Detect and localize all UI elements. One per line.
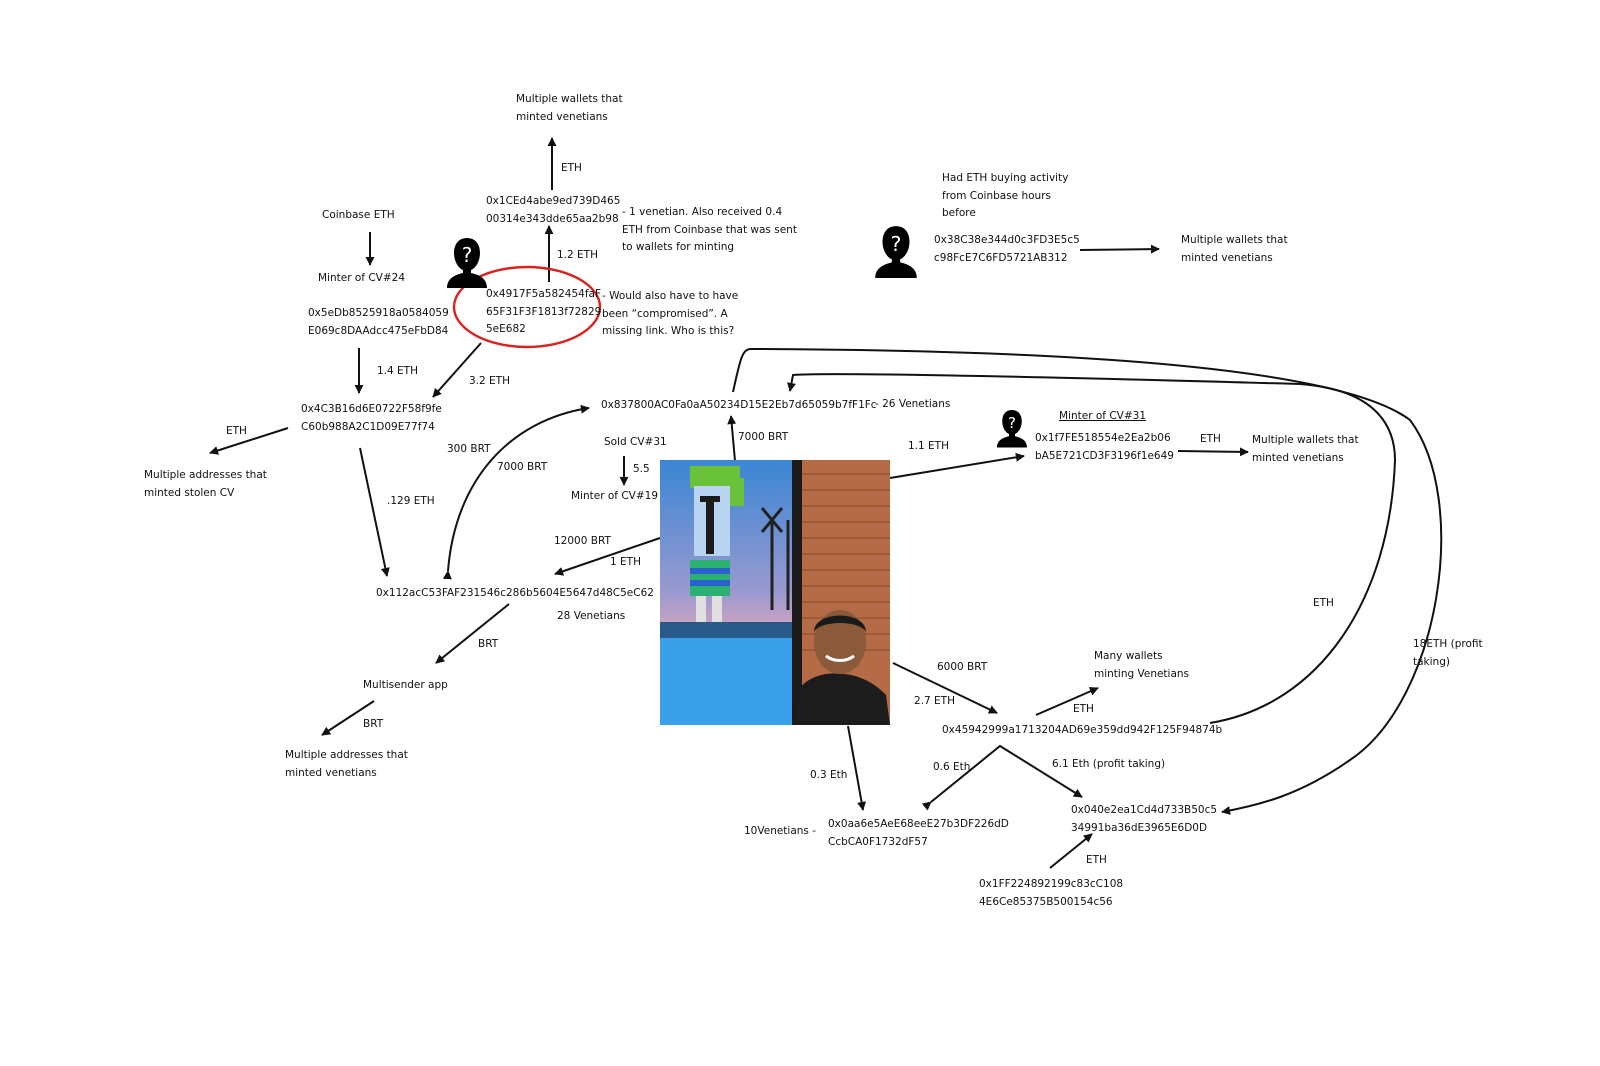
edge-4594-to-0aa6-040e <box>921 744 1083 811</box>
wallet-note: - Would also have to have been “compromi… <box>602 290 739 337</box>
eth-amount: 6.1 Eth (profit taking) <box>1052 758 1166 770</box>
wallet-address: 0x4C3B16d6E0722F58f9fe C60b988A2C1D09E77… <box>301 403 442 433</box>
minter-label: Minter of CV#31 <box>1059 410 1146 422</box>
brt-amount: 7000 BRT <box>738 431 789 443</box>
edge-4c3b-to-112a <box>359 447 390 577</box>
edge-photo-to-8378 <box>727 415 737 462</box>
multiple-wallets-label: Multiple wallets that minted venetians <box>1181 234 1288 264</box>
highlight-circle <box>452 265 602 349</box>
eth-amount: 1.2 ETH <box>557 249 598 261</box>
wallet-address: 0x1f7FE518554e2Ea2b06 bA5E721CD3F3196f1e… <box>1035 432 1174 462</box>
brt-label: BRT <box>478 638 499 650</box>
wallet-address: 0x837800AC0Fa0aA50234D15E2Eb7d65059b7fF1… <box>601 399 877 411</box>
eth-amount: 0.6 Eth <box>933 761 971 773</box>
many-wallets-label: Many wallets minting Venetians <box>1094 650 1190 680</box>
minter-label: Minter of CV#19 <box>571 490 658 502</box>
unknown-person-icon: ? <box>447 238 487 288</box>
wallet-address: 0x38C38e344d0c3FD3E5c5 c98FcE7C6FD5721AB… <box>934 234 1080 264</box>
eth-label: ETH <box>1086 854 1107 866</box>
edge-1ff2-to-040e <box>1049 833 1093 869</box>
brt-amount: 300 BRT <box>447 443 491 455</box>
multisender-label: Multisender app <box>363 679 448 691</box>
wallet-address: 0x040e2ea1Cd4d733B50c5 34991ba36dE3965E6… <box>1071 804 1218 834</box>
brt-label: BRT <box>363 718 384 730</box>
edge-photo-to-4594 <box>892 662 998 714</box>
wallet-note: Had ETH buying activity from Coinbase ho… <box>942 172 1069 219</box>
edge-photo-to-0aa6 <box>847 725 867 811</box>
brt-amount: 12000 BRT <box>554 535 611 547</box>
sold-label: Sold CV#31 <box>604 436 667 448</box>
photo-image <box>660 460 890 725</box>
edge-4594-to-8378-curve <box>787 373 1397 724</box>
wallet-address: 0x5eDb8525918a0584059 E069c8DAAdcc475eFb… <box>308 307 449 337</box>
edge-8378-to-040e-curve <box>732 347 1443 815</box>
coinbase-eth-label: Coinbase ETH <box>322 209 395 221</box>
edge-1f7f-to-wallets <box>1177 447 1249 457</box>
eth-amount: 18ETH (profit taking) <box>1413 638 1483 668</box>
edge-4c3b-to-stolen <box>209 427 289 455</box>
eth-amount: 1.4 ETH <box>377 365 418 377</box>
minter-label: Minter of CV#24 <box>318 272 405 284</box>
wallet-address: 0x45942999a1713204AD69e359dd942F125F9487… <box>942 724 1223 736</box>
brt-amount: 6000 BRT <box>937 661 988 673</box>
eth-label: ETH <box>1313 597 1334 609</box>
edge-multisender-to-addresses <box>321 700 375 736</box>
wallet-address: 0x4917F5a582454faF 65F31F3F1813f72829 5e… <box>486 288 602 335</box>
wallet-address: 0x112acC53FAF231546c286b5604E5647d48C5eC… <box>376 587 654 599</box>
venetians-count: - 26 Venetians <box>875 398 951 410</box>
eth-label: ETH <box>561 162 582 174</box>
wallet-note: - 1 venetian. Also received 0.4 ETH from… <box>622 206 797 253</box>
edge-photo-to-112a <box>554 537 661 576</box>
edge-4594-to-many-wallets <box>1035 687 1099 716</box>
eth-amount: 1 ETH <box>610 556 641 568</box>
svg-text:?: ? <box>462 243 473 267</box>
edge-4917-to-4c3b <box>432 342 482 398</box>
svg-text:?: ? <box>890 232 901 256</box>
eth-label: ETH <box>1073 703 1094 715</box>
eth-amount: 5.5 <box>633 463 650 475</box>
brt-amount: 7000 BRT <box>497 461 548 473</box>
wallet-address: 0x0aa6e5AeE68eeE27b3DF226dD CcbCA0F1732d… <box>828 818 1009 848</box>
multiple-wallets-label: Multiple wallets that minted venetians <box>1252 434 1359 464</box>
unknown-person-icon: ? <box>875 226 917 278</box>
multiple-addresses-label: Multiple addresses that minted venetians <box>285 749 408 779</box>
eth-amount: 3.2 ETH <box>469 375 510 387</box>
eth-amount: .129 ETH <box>387 495 435 507</box>
unknown-person-icon: ? <box>997 410 1027 448</box>
edge-38c3-to-wallets <box>1079 244 1160 254</box>
eth-amount: 0.3 Eth <box>810 769 848 781</box>
eth-label: ETH <box>1200 433 1221 445</box>
multiple-wallets-label: Multiple wallets that minted venetians <box>516 93 623 123</box>
edge-photo-to-1f7f <box>889 452 1025 479</box>
edge-112a-to-multisender <box>435 603 510 664</box>
multiple-addresses-label: Multiple addresses that minted stolen CV <box>144 469 267 499</box>
eth-label: ETH <box>226 425 247 437</box>
wallet-address: 0x1CEd4abe9ed739D465 00314e343dde65aa2b9… <box>486 195 621 225</box>
venetians-count: 10Venetians - <box>744 825 817 837</box>
edge-112a-8378-curve <box>442 404 590 580</box>
eth-amount: 2.7 ETH <box>914 695 955 707</box>
venetians-count: 28 Venetians <box>557 610 626 622</box>
eth-amount: 1.1 ETH <box>908 440 949 452</box>
svg-text:?: ? <box>1008 414 1016 432</box>
wallet-address: 0x1FF224892199c83cC108 4E6Ce85375B500154… <box>979 878 1124 908</box>
